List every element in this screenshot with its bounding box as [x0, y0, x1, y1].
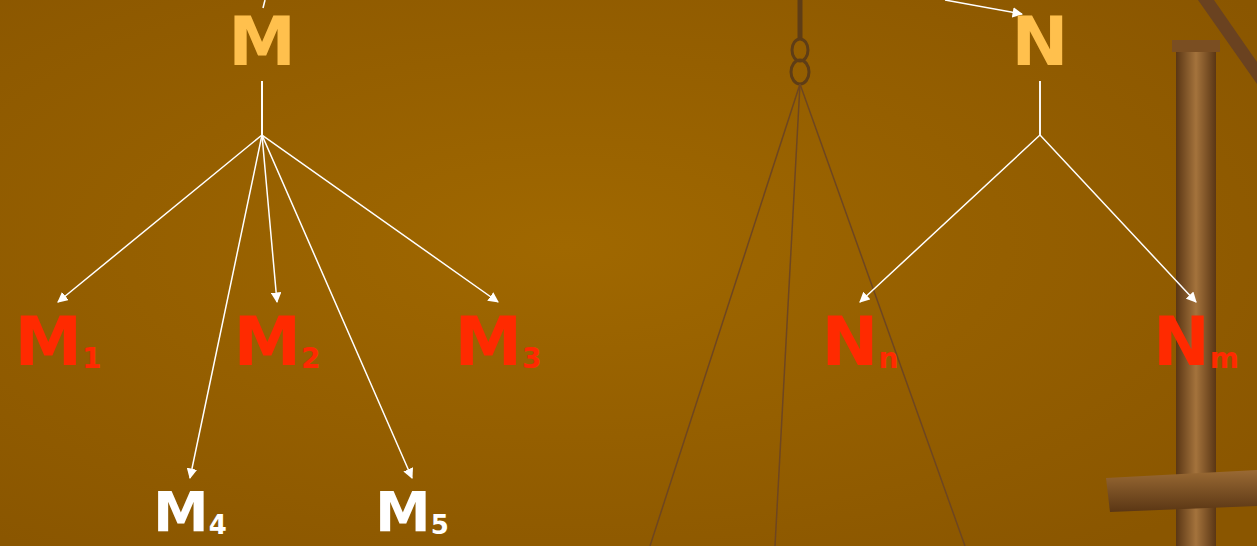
branch-arrow	[58, 81, 262, 302]
concept-subscript: 2	[301, 342, 320, 375]
scale-string	[650, 84, 800, 546]
hook-loop	[792, 39, 808, 61]
concept-letter: M	[153, 479, 209, 544]
concept-subscript: m	[1210, 342, 1239, 375]
sub-concept: Nn	[819, 306, 902, 378]
hook-loop	[791, 60, 809, 84]
root-concept: N	[1009, 6, 1072, 78]
branch-arrow	[190, 81, 262, 478]
sub-concept: M4	[150, 482, 230, 542]
branch-arrow	[262, 81, 412, 478]
sub-concept: Nm	[1150, 306, 1242, 378]
branch-arrow	[1040, 81, 1196, 302]
concept-subscript: 1	[82, 342, 101, 375]
root-concept: M	[225, 6, 299, 78]
concept-letter: N	[1153, 302, 1210, 381]
hook-rod	[798, 0, 803, 40]
concept-letter: M	[233, 302, 301, 381]
scale-string	[775, 84, 800, 546]
concept-letter: M	[228, 2, 296, 81]
post-cap	[1172, 40, 1220, 52]
concept-subscript: 3	[522, 342, 541, 375]
branch-arrow	[262, 81, 277, 302]
concept-letter: M	[14, 302, 82, 381]
concept-letter: M	[375, 479, 431, 544]
concept-subscript: 4	[209, 510, 227, 540]
concept-letter: M	[454, 302, 522, 381]
sub-concept: M5	[372, 482, 452, 542]
scale-peg	[1106, 470, 1257, 512]
sub-concept: M3	[451, 306, 544, 378]
sub-concept: M2	[230, 306, 323, 378]
branch-arrow	[262, 81, 498, 302]
concept-letter: N	[822, 302, 879, 381]
concept-letter: N	[1012, 2, 1069, 81]
incoming-arrow	[945, 0, 1022, 14]
concept-subscript: 5	[431, 510, 449, 540]
sub-concept: M1	[11, 306, 104, 378]
scale-string	[800, 84, 965, 546]
scale-post	[1176, 44, 1216, 546]
concept-subscript: n	[878, 342, 898, 375]
branch-arrow	[860, 81, 1040, 302]
